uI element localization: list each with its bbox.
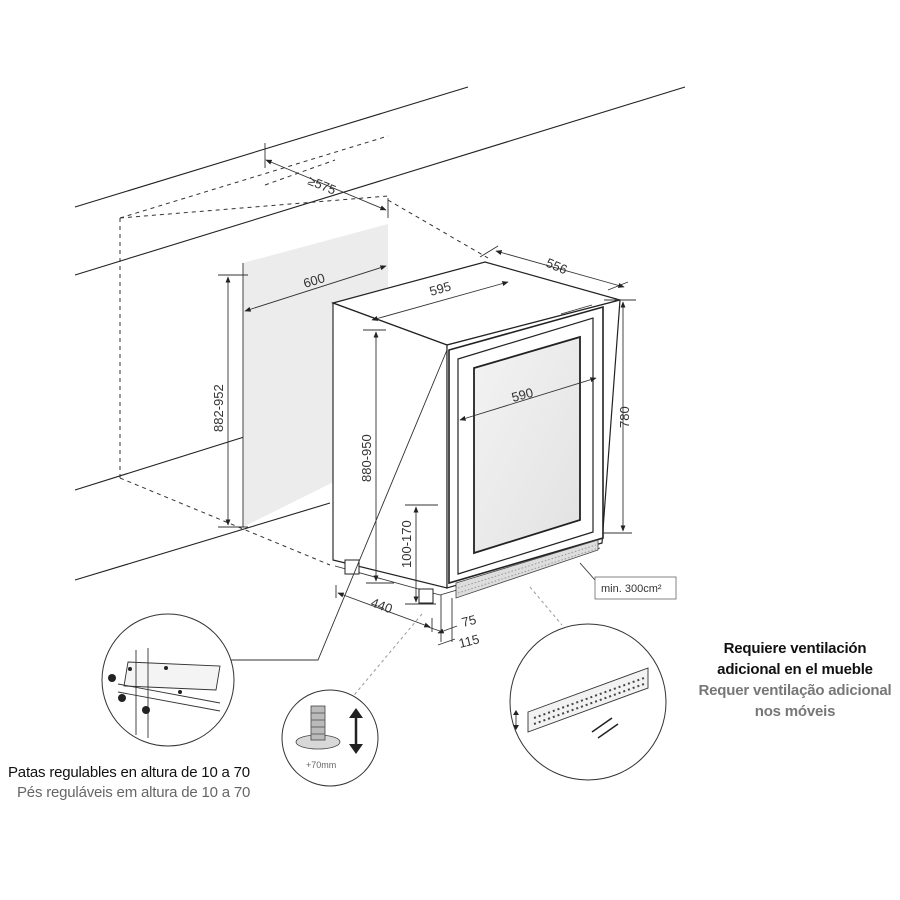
unit-width-dimension: 595: [371, 278, 509, 321]
plinth-height-label: 100-170: [399, 520, 414, 568]
foot-depth-label: 440: [369, 595, 395, 617]
niche-depth-dimension: ≥575: [264, 143, 389, 218]
unit-height-label: 780: [617, 406, 632, 428]
niche-width-dimension: 600: [244, 265, 387, 312]
glass-door: [446, 304, 604, 585]
niche-height-dimension: 882-952: [211, 274, 248, 528]
legs-caption-pt: Pés reguláveis em altura de 10 a 70: [17, 784, 251, 801]
legs-caption-es: Patas regulables en altura de 10 a 70: [8, 764, 250, 781]
vent-caption-pt-line2: nos móveis: [754, 703, 836, 720]
door-width-label: 590: [510, 385, 535, 405]
niche-height-label: 882-952: [211, 384, 226, 432]
cabinet-outline: [74, 86, 686, 581]
niche-width-label: 600: [301, 270, 326, 291]
mounting-bracket-detail: [101, 613, 235, 747]
vent-caption-es-line2: adicional en el mueble: [717, 661, 873, 678]
plinth-height-dimension: 100-170: [399, 504, 438, 605]
unit-height-adjustable-dimension: 880-950: [359, 329, 394, 584]
vent-caption-pt-line1: Requer ventilação adicional: [698, 682, 892, 699]
vent-caption-es-line1: Requiere ventilación: [723, 640, 867, 657]
foot-depth-dimension: 440: [335, 585, 433, 632]
adjustable-foot-detail: +70mm: [281, 689, 379, 787]
door-offset-total-label: 115: [457, 631, 481, 651]
unit-width-label: 595: [428, 278, 453, 298]
unit-depth-label: 556: [544, 255, 570, 277]
unit-height-dimension: 780: [602, 299, 636, 534]
adjustable-legs-caption: Patas regulables en altura de 10 a 70 Pé…: [8, 764, 250, 801]
door-width-dimension: 590: [459, 377, 597, 421]
door-offset-label: 75: [460, 612, 478, 630]
niche-depth-label: ≥575: [306, 173, 338, 198]
door-offset-dimension: 75 115: [427, 595, 481, 651]
ventilation-label: min. 300cm²: [601, 583, 662, 595]
ventilation-callout: min. 300cm²: [579, 562, 677, 600]
vent-grille-detail: [509, 623, 667, 781]
unit-height-adjustable-label: 880-950: [359, 434, 374, 482]
ventilation-caption: Requiere ventilación adicional en el mue…: [690, 638, 900, 722]
vent-grille: [455, 539, 599, 599]
leg-travel-label: +70mm: [306, 760, 336, 770]
detail-leaders: [210, 349, 563, 701]
